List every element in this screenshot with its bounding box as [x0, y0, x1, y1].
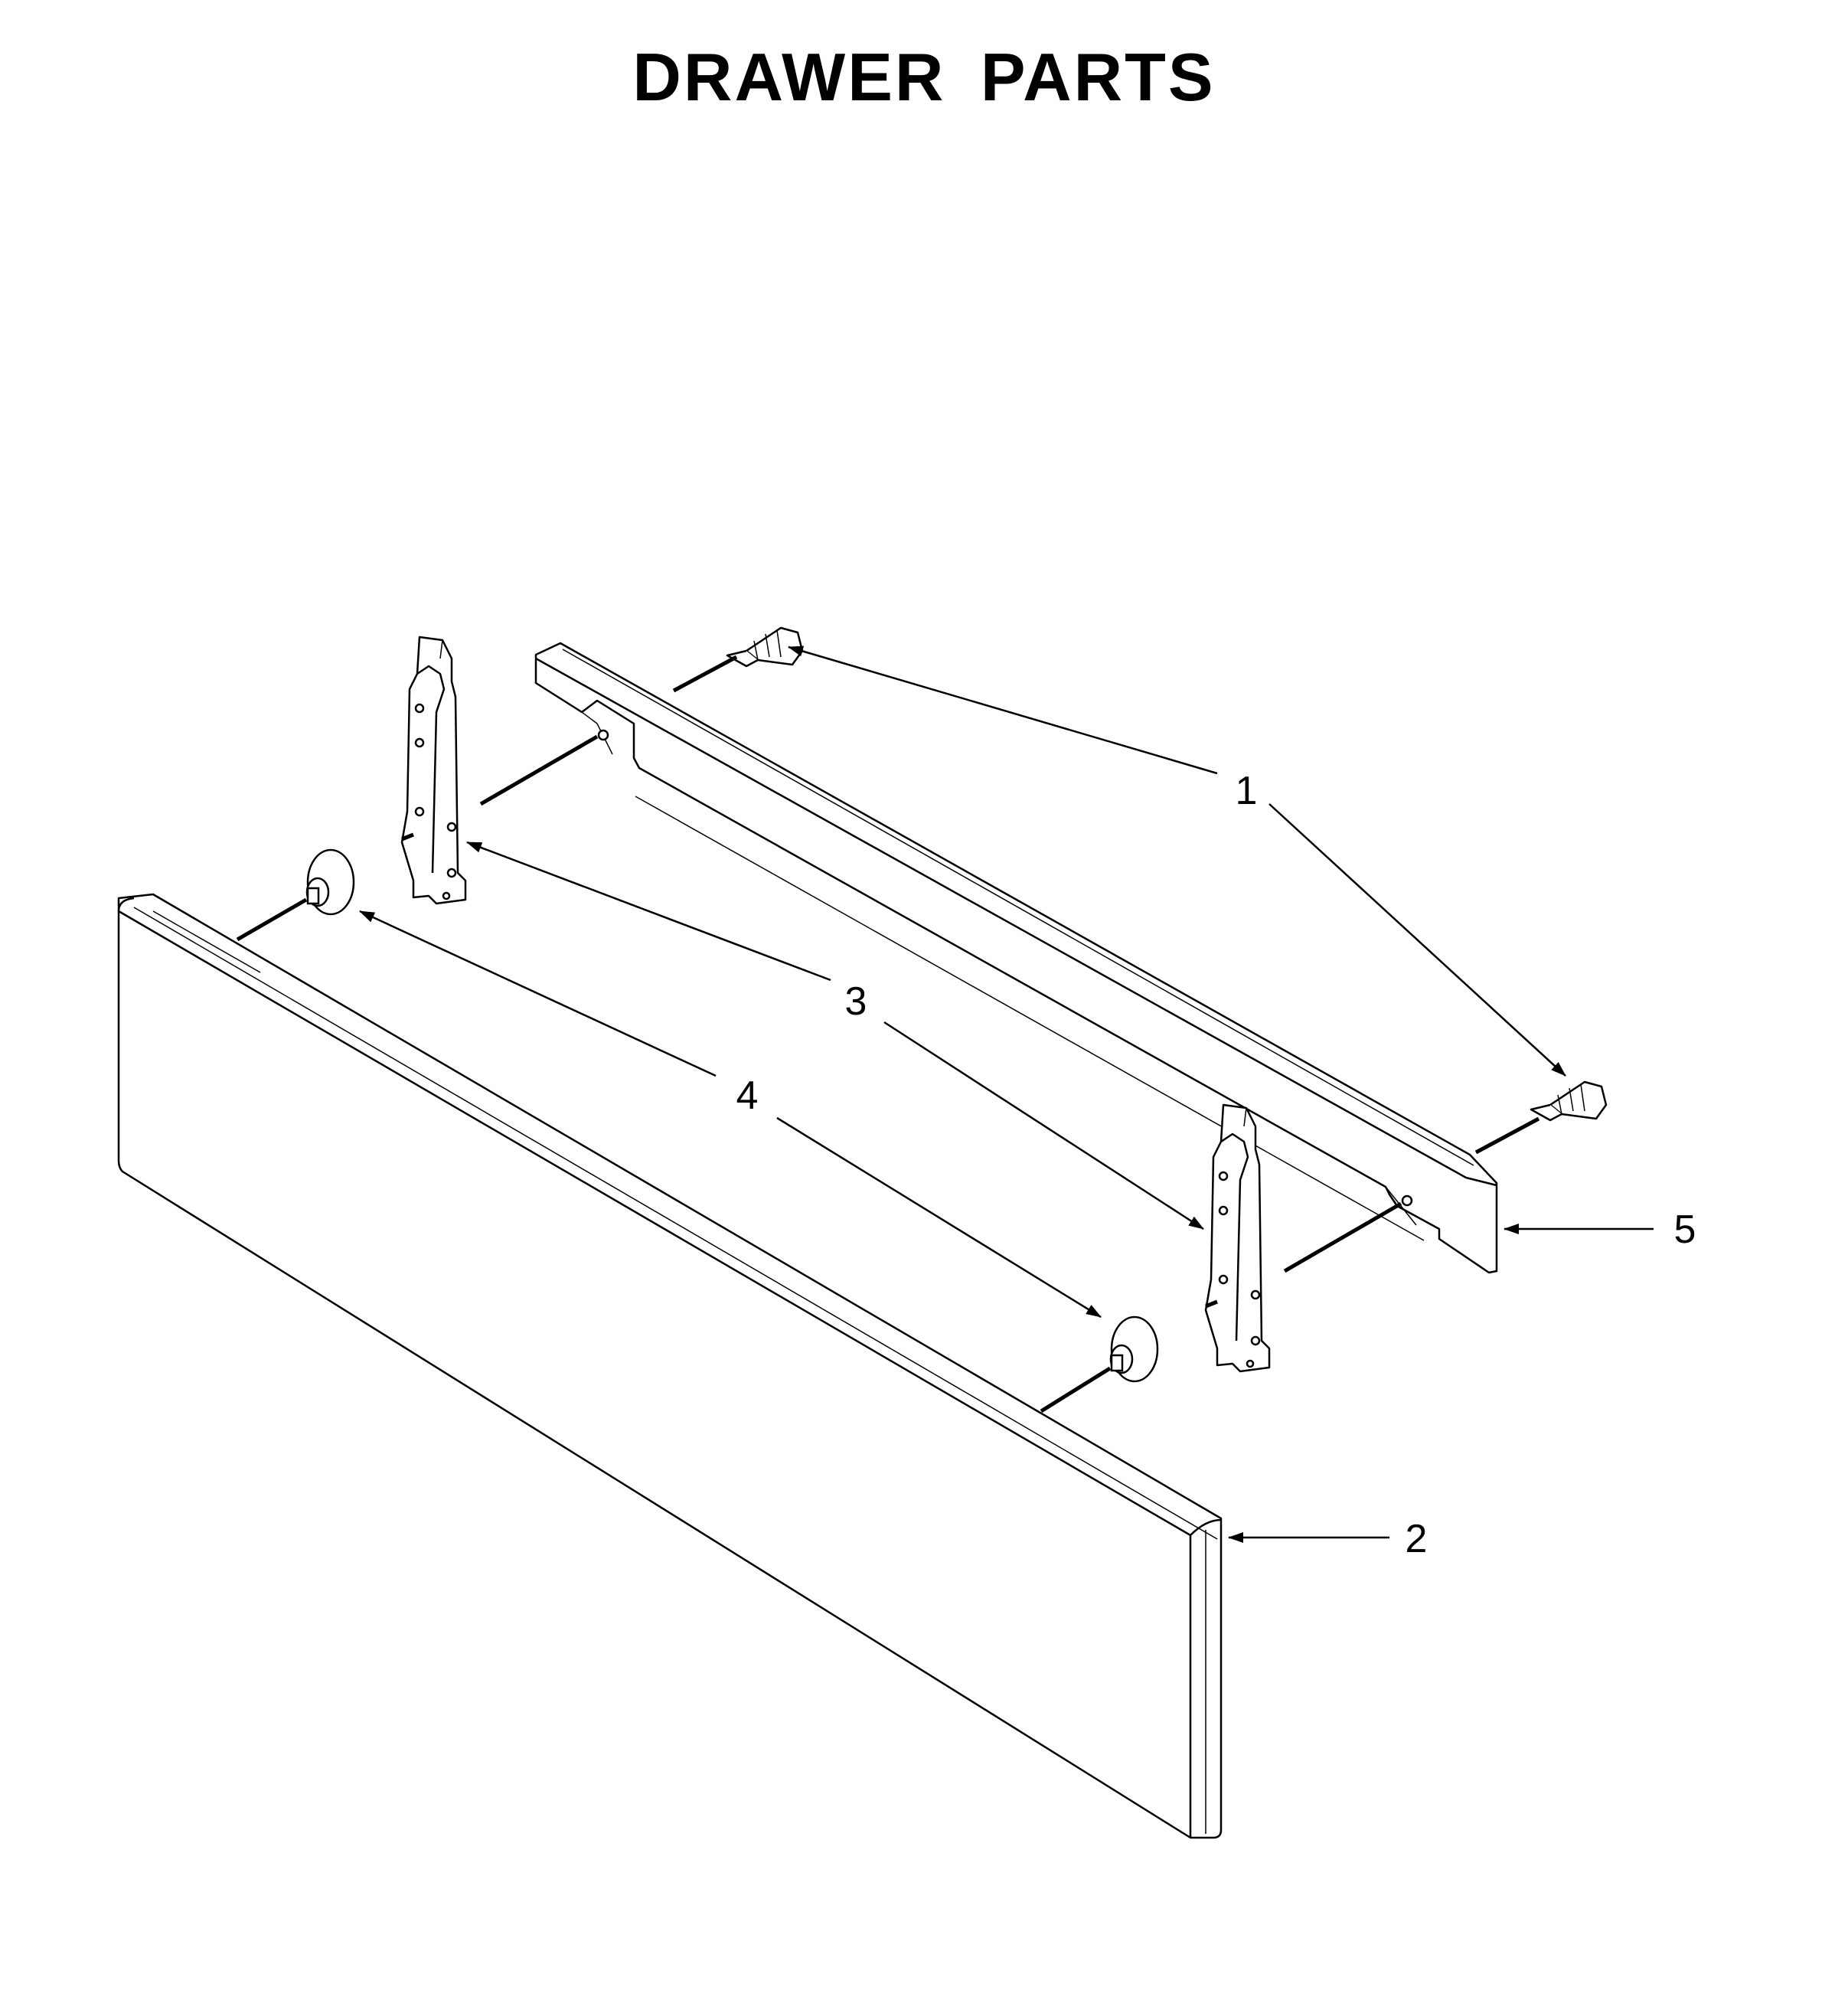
callout-4: 4 [736, 1074, 759, 1118]
callout-labels: 1 2 3 4 5 [736, 769, 1696, 1561]
leader-3-to-hinge-left [466, 841, 831, 982]
spacer-right [1109, 1315, 1159, 1383]
leader-4-to-spacer-left [359, 910, 717, 1077]
leader-3-to-hinge-right [883, 1021, 1204, 1230]
assembly-lines [236, 655, 1540, 1413]
page-title: DRAWER PARTS [632, 39, 1216, 115]
callout-5: 5 [1674, 1208, 1696, 1252]
spacer-left [305, 848, 355, 916]
leader-1-to-screw-right [1268, 803, 1566, 1077]
callout-2: 2 [1406, 1517, 1428, 1561]
leader-4-to-spacer-right [776, 1116, 1102, 1319]
hinge-right [1204, 1103, 1271, 1373]
drawer-front-panel [117, 893, 1223, 1839]
leader-lines [359, 645, 1654, 1543]
callout-3: 3 [845, 979, 867, 1024]
screw-right [1530, 1080, 1608, 1122]
hinge-left [400, 636, 467, 905]
rear-rail-bracket [534, 642, 1498, 1274]
callout-1: 1 [1236, 769, 1258, 813]
leader-1-to-screw-left [788, 645, 1218, 775]
